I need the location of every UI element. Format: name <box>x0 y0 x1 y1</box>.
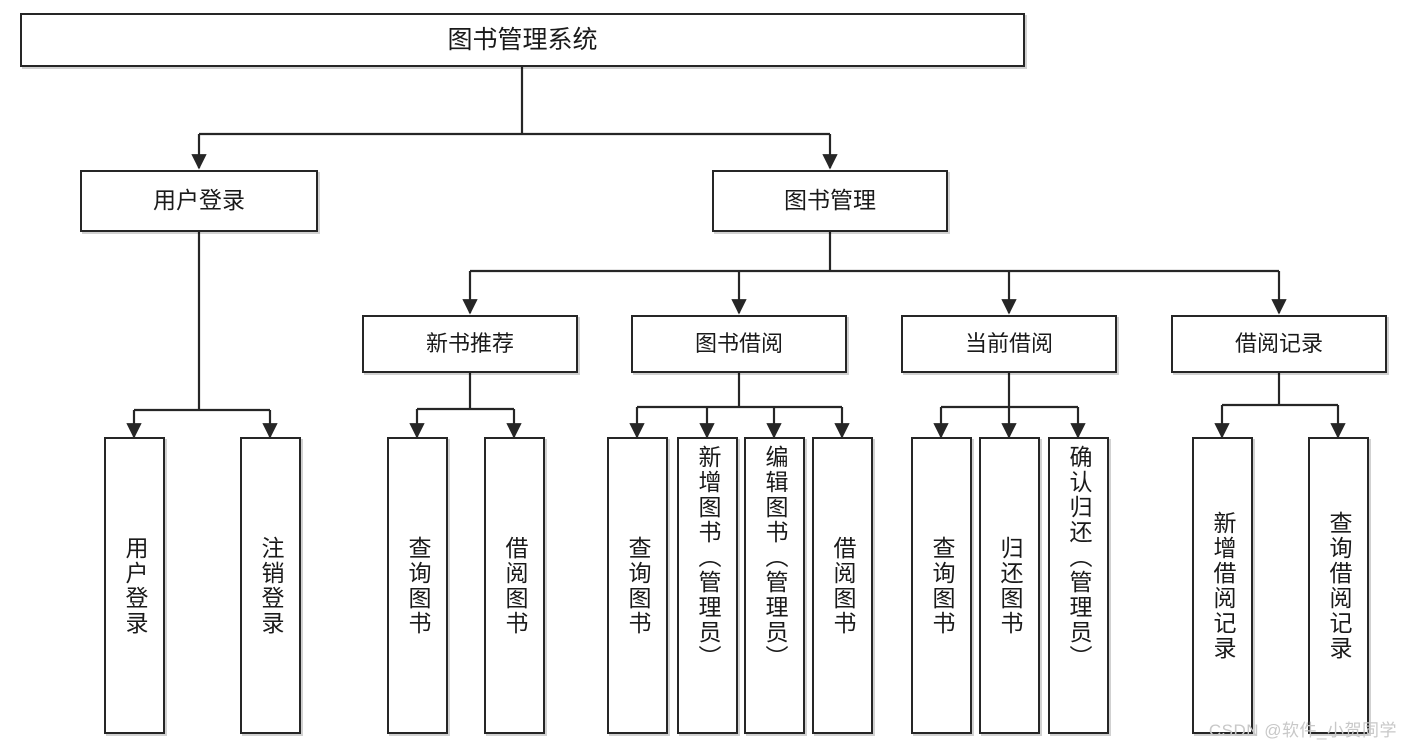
node-leaf-query-book-3[interactable]: 查询图书 <box>911 437 972 734</box>
node-book-management[interactable]: 图书管理 <box>712 170 948 232</box>
node-user-login-label: 用户登录 <box>153 187 245 214</box>
node-borrow-record-label: 借阅记录 <box>1234 330 1323 356</box>
node-leaf-query-book-1[interactable]: 查询图书 <box>387 437 448 734</box>
node-leaf-add-borrow-record[interactable]: 新增借阅记录 <box>1192 437 1253 734</box>
node-leaf-add-book-admin[interactable]: 新增图书（管理员） <box>677 437 738 734</box>
node-leaf-borrow-book-2-label: 借阅图书 <box>830 535 856 636</box>
node-leaf-confirm-return-admin-label: 确认归还（管理员） <box>1066 445 1092 670</box>
node-current-borrow-label: 当前借阅 <box>964 330 1053 356</box>
node-leaf-query-book-1-label: 查询图书 <box>405 535 431 636</box>
node-book-borrow[interactable]: 图书借阅 <box>631 315 847 373</box>
node-leaf-return-book[interactable]: 归还图书 <box>979 437 1040 734</box>
node-leaf-borrow-book-2[interactable]: 借阅图书 <box>812 437 873 734</box>
node-book-management-label: 图书管理 <box>784 187 876 214</box>
node-root[interactable]: 图书管理系统 <box>20 13 1025 67</box>
node-leaf-edit-book-admin-label: 编辑图书（管理员） <box>762 445 788 670</box>
node-leaf-edit-book-admin[interactable]: 编辑图书（管理员） <box>744 437 805 734</box>
node-leaf-query-book-2-label: 查询图书 <box>625 535 651 636</box>
watermark-text: CSDN @软件_小贺同学 <box>1208 721 1397 740</box>
node-leaf-user-login-label: 用户登录 <box>122 535 148 636</box>
node-leaf-borrow-book-1[interactable]: 借阅图书 <box>484 437 545 734</box>
node-leaf-add-borrow-record-label: 新增借阅记录 <box>1210 510 1236 661</box>
node-leaf-query-book-2[interactable]: 查询图书 <box>607 437 668 734</box>
node-current-borrow[interactable]: 当前借阅 <box>901 315 1117 373</box>
node-leaf-borrow-book-1-label: 借阅图书 <box>502 535 528 636</box>
node-leaf-query-book-3-label: 查询图书 <box>929 535 955 636</box>
node-leaf-logout-login[interactable]: 注销登录 <box>240 437 301 734</box>
node-leaf-confirm-return-admin[interactable]: 确认归还（管理员） <box>1048 437 1109 734</box>
node-borrow-record[interactable]: 借阅记录 <box>1171 315 1387 373</box>
node-leaf-logout-login-label: 注销登录 <box>258 535 284 636</box>
node-leaf-query-borrow-record[interactable]: 查询借阅记录 <box>1308 437 1369 734</box>
node-leaf-query-borrow-record-label: 查询借阅记录 <box>1326 510 1352 661</box>
node-root-label: 图书管理系统 <box>447 26 598 54</box>
node-leaf-add-book-admin-label: 新增图书（管理员） <box>695 445 721 670</box>
node-leaf-user-login[interactable]: 用户登录 <box>104 437 165 734</box>
node-new-book-recommend[interactable]: 新书推荐 <box>362 315 578 373</box>
node-leaf-return-book-label: 归还图书 <box>997 535 1023 636</box>
node-user-login[interactable]: 用户登录 <box>80 170 318 232</box>
node-new-book-recommend-label: 新书推荐 <box>425 330 514 356</box>
node-book-borrow-label: 图书借阅 <box>694 330 783 356</box>
